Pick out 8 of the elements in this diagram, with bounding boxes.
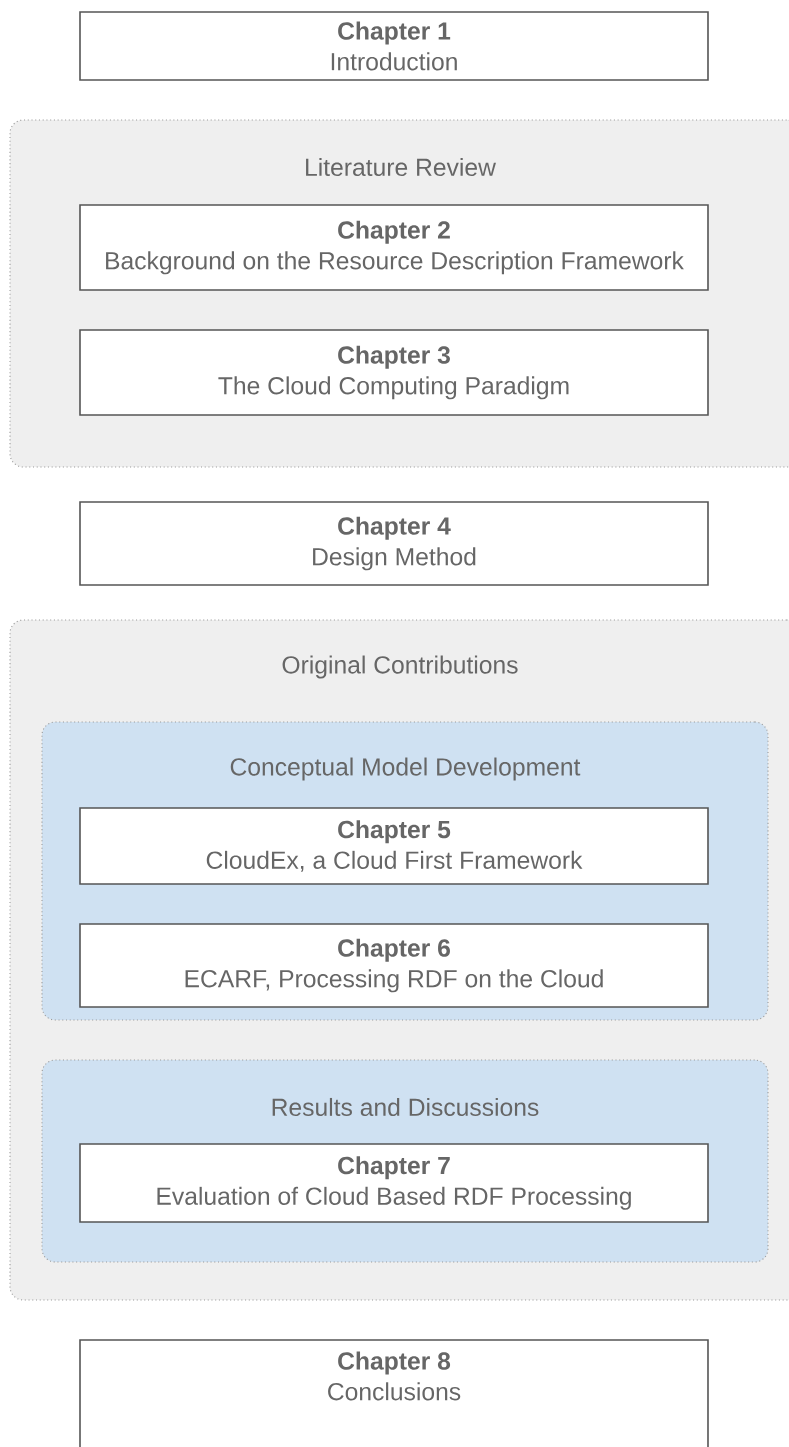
- chapter-box: Chapter 4 Design Method: [79, 501, 709, 586]
- chapter-box: Chapter 6 ECARF, Processing RDF on the Cloud: [79, 923, 709, 1008]
- chapter-box: Chapter 7 Evaluation of Cloud Based RDF Processing: [79, 1143, 709, 1223]
- chapter-box: Chapter 3 The Cloud Computing Paradigm: [79, 329, 709, 416]
- chapter-box: Chapter 1 Introduction: [79, 11, 709, 81]
- chapter-box: Chapter 5 CloudEx, a Cloud First Framework: [79, 807, 709, 885]
- chapter-box: Chapter 8 Conclusions: [79, 1339, 709, 1447]
- chapter-box: Chapter 2 Background on the Resource Description Framework: [79, 204, 709, 291]
